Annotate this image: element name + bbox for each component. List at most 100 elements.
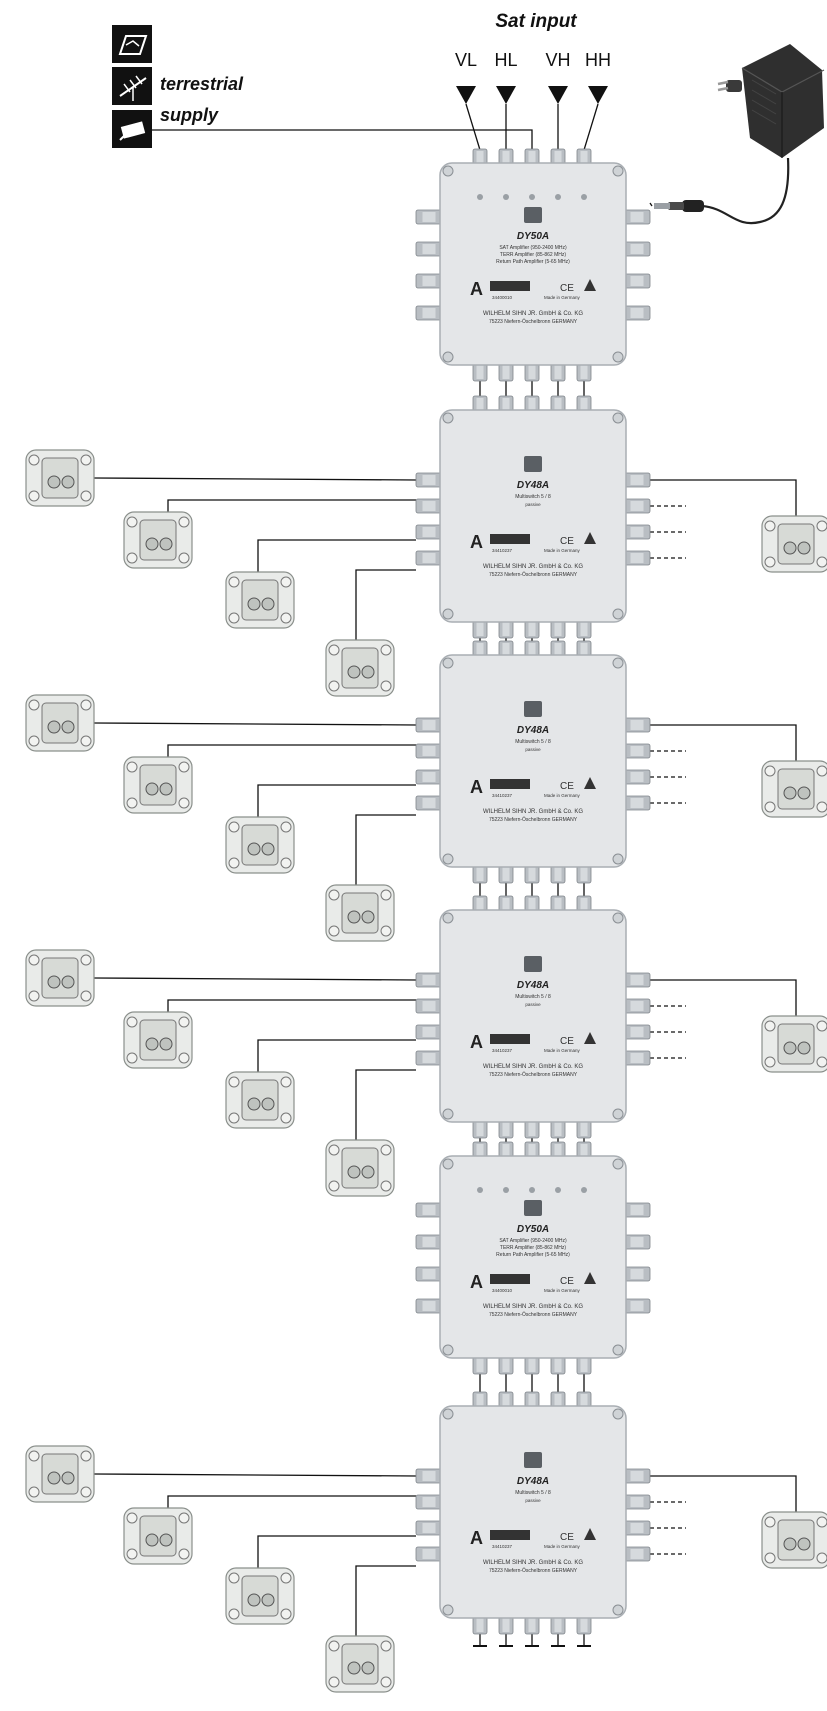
bottom-connector-thread — [580, 863, 588, 881]
mounting-screw — [442, 1108, 454, 1120]
power-supply-icon — [112, 110, 152, 148]
socket-screw — [328, 1144, 340, 1156]
socket-port-sat — [261, 1593, 275, 1607]
made-in: Made in Germany — [544, 793, 581, 798]
ce-mark: CE — [560, 536, 574, 547]
top-connector-thread — [554, 151, 562, 167]
status-led — [477, 1187, 483, 1193]
socket-screw — [126, 552, 138, 564]
made-in: Made in Germany — [544, 548, 581, 553]
barcode — [490, 779, 530, 789]
mounting-screw — [612, 853, 624, 865]
brand-logo — [524, 701, 542, 717]
socket-port-tv — [145, 782, 159, 796]
wall-socket-icon — [761, 1015, 827, 1073]
top-connector-thread — [554, 898, 562, 914]
socket-port-tv — [783, 1041, 797, 1055]
wall-socket-icon — [325, 639, 395, 697]
socket-screw — [816, 801, 827, 813]
socket-port-sat — [797, 1537, 811, 1551]
side-connector-left-thread — [422, 1471, 436, 1481]
top-connector-thread — [580, 643, 588, 659]
input-label-hh: HH — [585, 50, 611, 70]
top-connector-thread — [580, 1394, 588, 1410]
bottom-connector-thread — [554, 1118, 562, 1136]
coax-line — [93, 977, 417, 981]
socket-screw — [80, 1450, 92, 1462]
socket-screw — [764, 1020, 776, 1032]
socket-screw — [28, 735, 40, 747]
socket-screw — [80, 699, 92, 711]
socket-screw — [280, 1076, 292, 1088]
side-connector-right-thread — [630, 527, 644, 537]
top-connector-thread — [476, 1144, 484, 1160]
socket-screw — [380, 1640, 392, 1652]
side-connector-right-thread — [630, 1053, 644, 1063]
mounting-screw — [442, 912, 454, 924]
socket-screw — [178, 1016, 190, 1028]
article-number: 34410237 — [492, 793, 513, 798]
socket-screw — [280, 821, 292, 833]
socket-screw — [228, 1608, 240, 1620]
device-model: DY50A — [517, 231, 549, 242]
bottom-connector-thread — [502, 863, 510, 881]
wall-sockets — [25, 449, 827, 1693]
socket-screw — [178, 797, 190, 809]
socket-port-tv — [247, 1593, 261, 1607]
top-connector-thread — [476, 898, 484, 914]
device-model: DY50A — [517, 1224, 549, 1235]
socket-screw — [380, 644, 392, 656]
socket-port-tv — [47, 1471, 61, 1485]
socket-port-tv — [347, 1165, 361, 1179]
barcode — [490, 1530, 530, 1540]
socket-screw — [80, 735, 92, 747]
amplifier-power-line — [649, 202, 653, 207]
top-connector-thread — [502, 1144, 510, 1160]
bottom-connector-thread — [554, 618, 562, 636]
side-connector-right-thread — [630, 1269, 644, 1279]
side-connector-left-thread — [422, 1027, 436, 1037]
wall-socket-icon — [25, 949, 95, 1007]
mounting-screw — [612, 1158, 624, 1170]
socket-screw — [80, 990, 92, 1002]
side-connector-left-thread — [422, 475, 436, 485]
astra-logo — [584, 1272, 596, 1284]
spec-line: TERR Amplifier (85-862 MHz) — [500, 1245, 566, 1251]
socket-screw — [280, 576, 292, 588]
socket-screw — [328, 1676, 340, 1688]
supply-label: supply — [160, 105, 219, 125]
top-connector-thread — [528, 1394, 536, 1410]
side-connector-left-thread — [422, 798, 436, 808]
socket-screw — [178, 516, 190, 528]
made-in: Made in Germany — [544, 1544, 581, 1549]
approval-mark-a: A — [470, 532, 483, 552]
socket-screw — [228, 821, 240, 833]
side-connector-right-thread — [630, 772, 644, 782]
bottom-connector-thread — [554, 361, 562, 379]
side-connector-left-thread — [422, 746, 436, 756]
input-label-hl: HL — [494, 50, 517, 70]
coax-line — [167, 499, 416, 516]
bottom-connector-thread — [554, 863, 562, 881]
maker-line: WILHELM SIHN JR. GmbH & Co. KG — [483, 1064, 583, 1070]
top-connector-thread — [554, 398, 562, 414]
mounting-screw — [612, 1408, 624, 1420]
power-supply-unit — [717, 44, 825, 158]
coax-line — [650, 1475, 797, 1524]
mounting-screw — [612, 351, 624, 363]
coax-line — [167, 744, 416, 761]
socket-screw — [28, 454, 40, 466]
mounting-screw — [612, 412, 624, 424]
socket-screw — [228, 1572, 240, 1584]
bottom-connector-thread — [554, 1354, 562, 1372]
bottom-connector-thread — [502, 1118, 510, 1136]
ce-mark: CE — [560, 283, 574, 294]
side-connector-left-thread — [422, 975, 436, 985]
mounting-screw — [612, 165, 624, 177]
terrestrial-antenna-icon — [112, 67, 152, 105]
socket-port-sat — [361, 665, 375, 679]
spec-line: Return Path Amplifier (5-65 MHz) — [496, 1252, 570, 1258]
side-connector-left-thread — [422, 1237, 436, 1247]
spec-line: Return Path Amplifier (5-65 MHz) — [496, 259, 570, 265]
